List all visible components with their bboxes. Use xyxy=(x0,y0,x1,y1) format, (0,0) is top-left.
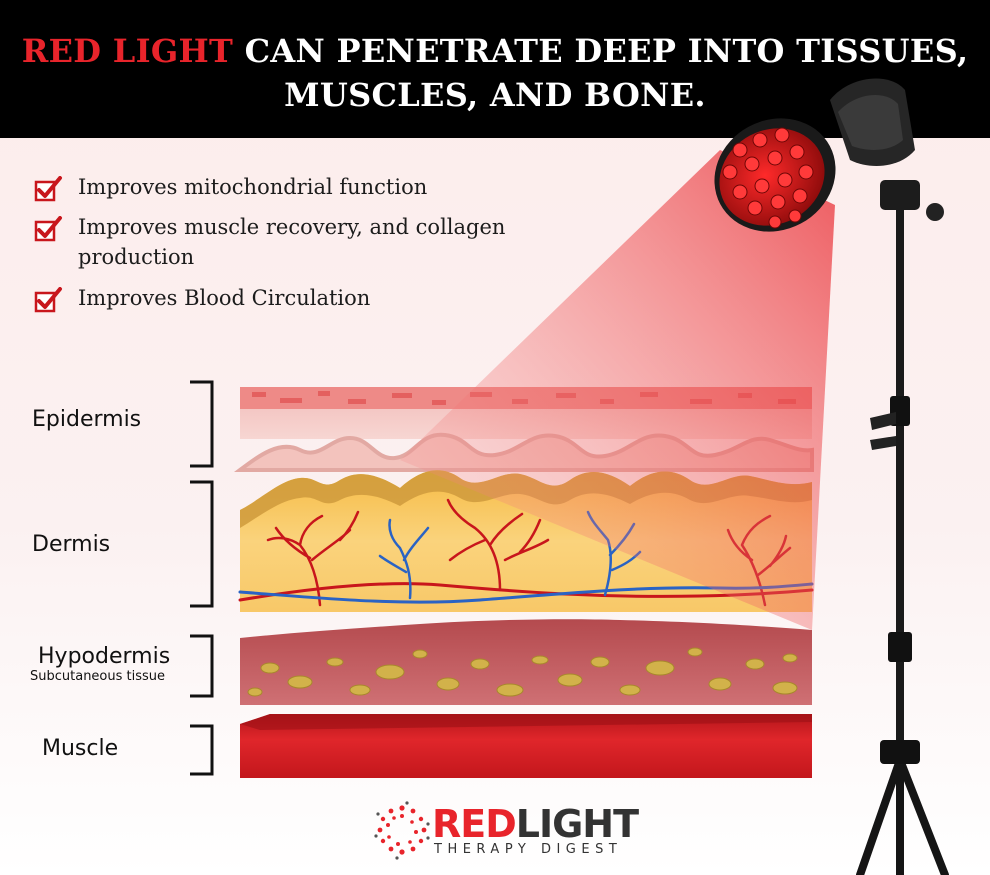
muscle-layer xyxy=(240,714,812,778)
logo-wordmark: REDLIGHT xyxy=(432,802,639,846)
benefit-text: Improves muscle recovery, and collagen xyxy=(78,215,506,239)
red-light-lamp xyxy=(714,78,949,875)
checkbox-checked-icon xyxy=(34,176,62,202)
checkbox-checked-icon xyxy=(34,287,62,313)
headline-highlight: RED LIGHT xyxy=(21,32,234,70)
headline-line-1-rest: CAN PENETRATE DEEP INTO TISSUES, xyxy=(233,32,969,70)
label-subcutaneous-tissue: Subcutaneous tissue xyxy=(30,669,166,684)
label-dermis: Dermis xyxy=(32,532,111,557)
benefit-text: Improves mitochondrial function xyxy=(78,175,428,199)
label-muscle: Muscle xyxy=(42,736,119,761)
label-hypodermis: Hypodermis xyxy=(38,644,171,669)
checkbox-checked-icon xyxy=(34,216,62,242)
header-banner: RED LIGHT CAN PENETRATE DEEP INTO TISSUE… xyxy=(0,0,990,138)
benefit-text-continued: production xyxy=(78,245,195,269)
radiating-dots-logo-icon xyxy=(374,801,430,860)
light-beam xyxy=(400,150,835,630)
logo-tagline: THERAPY DIGEST xyxy=(434,842,623,857)
hypodermis-layer xyxy=(240,619,812,705)
benefit-text: Improves Blood Circulation xyxy=(78,286,371,310)
layer-brackets xyxy=(190,380,214,776)
logo-dark-text: LIGHT xyxy=(515,802,639,846)
logo-red-text: RED xyxy=(432,802,517,846)
label-epidermis: Epidermis xyxy=(32,407,142,432)
brand-logo: REDLIGHT THERAPY DIGEST xyxy=(372,800,639,864)
headline-line-1: RED LIGHT CAN PENETRATE DEEP INTO TISSUE… xyxy=(0,32,990,70)
headline-line-2: MUSCLES, AND BONE. xyxy=(284,76,706,114)
